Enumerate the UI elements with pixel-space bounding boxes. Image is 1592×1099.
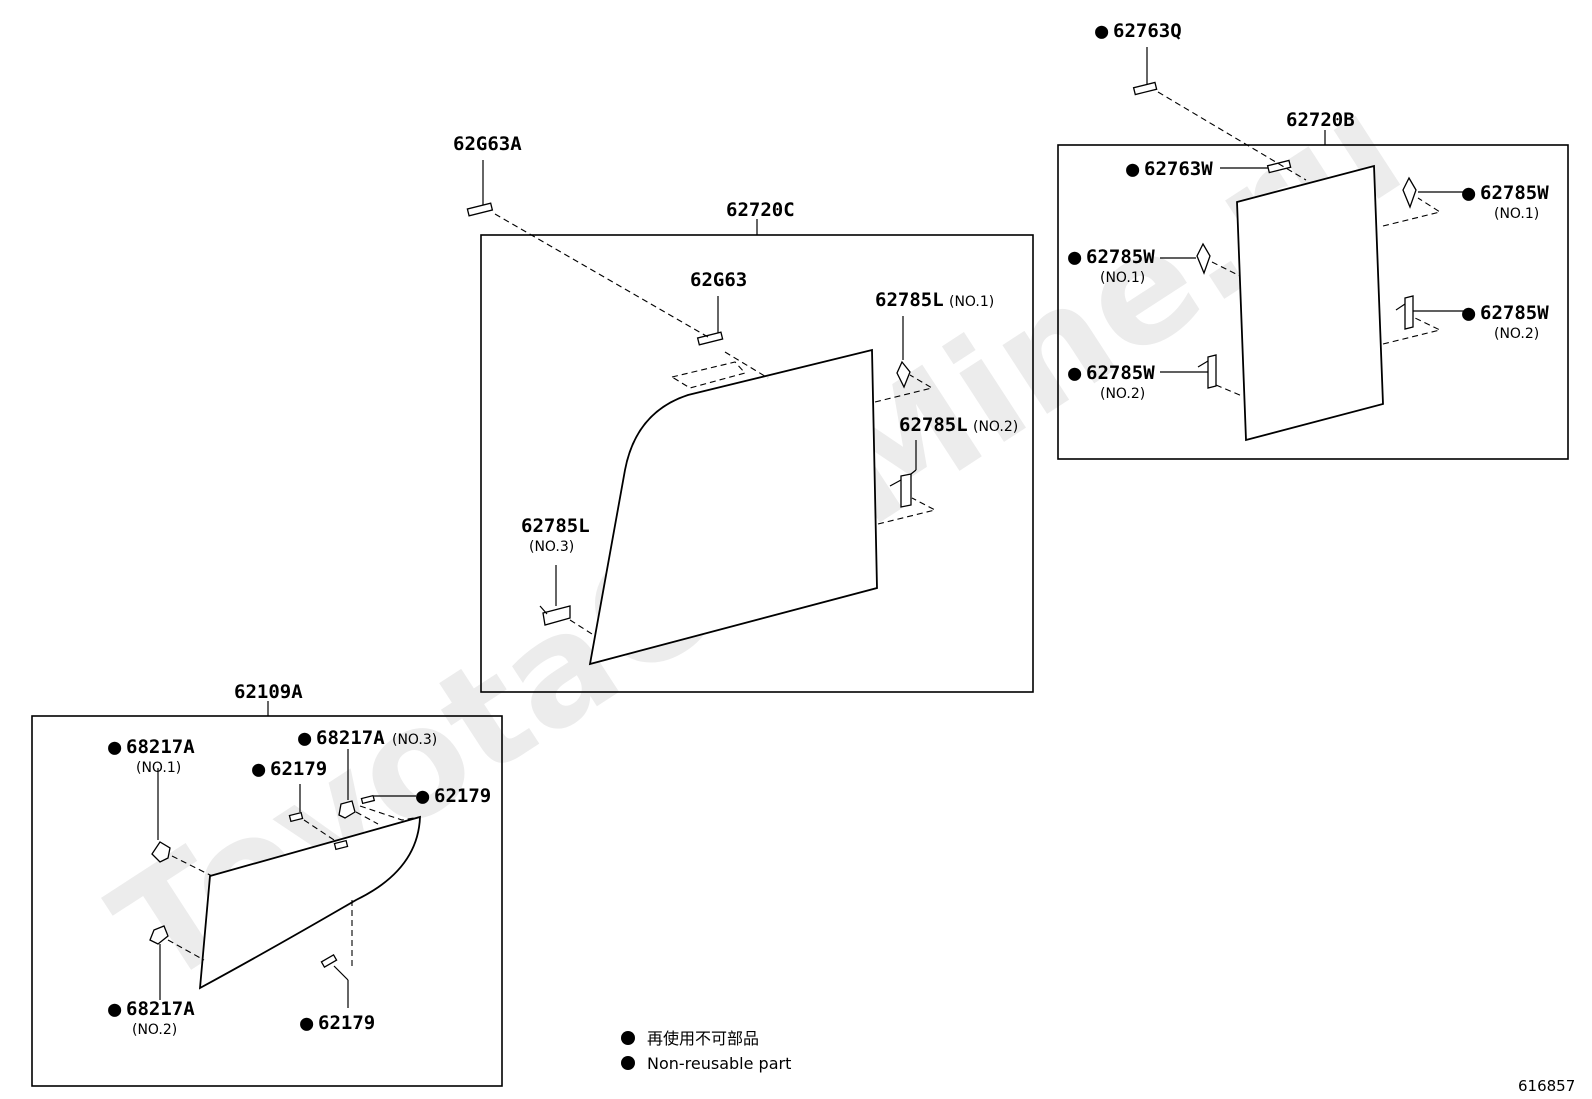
clip-62785l-no3[interactable] — [542, 605, 571, 626]
nonreusable-marker: ● — [252, 757, 266, 782]
legend-marker-2 — [621, 1056, 635, 1070]
part-62763q-label[interactable]: 62763Q — [1113, 20, 1182, 42]
assembly-62720b-frame — [1057, 144, 1569, 460]
nonreusable-marker: ● — [298, 726, 312, 751]
clip-62763q[interactable] — [1132, 81, 1158, 96]
part-68217a-no1-label[interactable]: 68217A — [126, 736, 195, 758]
part-62179-top-left-label[interactable]: 62179 — [270, 758, 327, 780]
part-62785l-no1-label[interactable]: 62785L — [875, 289, 944, 311]
part-68217a-no1-sub: (NO.1) — [136, 760, 181, 776]
nonreusable-marker: ● — [108, 735, 122, 760]
nonreusable-marker: ● — [1462, 301, 1476, 326]
part-68217a-no2-sub: (NO.2) — [132, 1022, 177, 1038]
clip-62g63a[interactable] — [466, 202, 494, 217]
legend-line-1: 再使用不可部品 — [647, 1029, 759, 1048]
quarter-window-glass-62720c — [588, 348, 878, 666]
assembly-62109a-frame — [31, 715, 503, 1087]
clip-62785l-no1[interactable] — [896, 360, 911, 389]
legend: 再使用不可部品 Non-reusable part — [621, 1029, 791, 1073]
clip-62763w[interactable] — [1266, 159, 1292, 174]
quarter-window-glass-62109a — [198, 815, 421, 990]
clip-62785w-no2-left[interactable] — [1207, 354, 1217, 389]
part-62785w-no1-right-label[interactable]: 62785W — [1480, 182, 1549, 204]
clip-62785w-no2-right[interactable] — [1404, 295, 1414, 330]
clip-62785w-no1-right[interactable] — [1402, 176, 1417, 209]
clip-62179-top-right[interactable] — [360, 794, 376, 805]
clip-68217a-no1[interactable] — [151, 841, 171, 863]
quarter-window-glass-62720b — [1236, 164, 1384, 442]
clip-62785w-no1-left[interactable] — [1196, 242, 1211, 275]
part-62179-bottom-label[interactable]: 62179 — [318, 1012, 375, 1034]
nonreusable-marker: ● — [108, 997, 122, 1022]
part-62g63a-label[interactable]: 62G63A — [453, 133, 522, 155]
nonreusable-marker: ● — [416, 784, 430, 809]
assembly-62720b-label[interactable]: 62720B — [1286, 109, 1355, 131]
nonreusable-marker: ● — [1068, 361, 1082, 386]
loose-part-62g63a: 62G63A — [453, 133, 709, 338]
part-62785l-no3-label[interactable]: 62785L — [521, 515, 590, 537]
clip-68217a-no3[interactable] — [338, 800, 356, 819]
legend-line-2: Non-reusable part — [647, 1054, 791, 1073]
part-62785l-no1-sub: (NO.1) — [949, 294, 994, 310]
nonreusable-marker: ● — [1462, 181, 1476, 206]
nonreusable-marker: ● — [1126, 157, 1140, 182]
nonreusable-marker: ● — [300, 1011, 314, 1036]
part-62g63-label[interactable]: 62G63 — [690, 269, 747, 291]
part-62785l-no3-sub: (NO.3) — [529, 539, 574, 555]
assembly-62720b: 62720B ● 62763W ● 62785W (NO.1) ● 62785W… — [1057, 109, 1569, 460]
part-62785w-no1-right-sub: (NO.1) — [1494, 206, 1539, 222]
part-68217a-no3-label[interactable]: 68217A — [316, 727, 385, 749]
nonreusable-marker: ● — [1095, 19, 1109, 44]
part-62179-top-right-label[interactable]: 62179 — [434, 785, 491, 807]
part-68217a-no3-sub: (NO.3) — [392, 732, 437, 748]
clip-62g63[interactable] — [696, 331, 724, 346]
legend-marker-1 — [621, 1031, 635, 1045]
assembly-62109a: 62109A ● 68217A (NO.1) ● 68217A (NO.3) ●… — [31, 681, 503, 1087]
assembly-62720c: 62720C 62G63 62785L (NO.1) 62785L (NO.2)… — [480, 199, 1034, 693]
assembly-62720c-label[interactable]: 62720C — [726, 199, 795, 221]
part-62785l-no2-label[interactable]: 62785L — [899, 414, 968, 436]
assembly-62109a-label[interactable]: 62109A — [234, 681, 303, 703]
part-62785l-no2-sub: (NO.2) — [973, 419, 1018, 435]
nonreusable-marker: ● — [1068, 245, 1082, 270]
part-62785w-no2-right-sub: (NO.2) — [1494, 326, 1539, 342]
part-62785w-no1-left-sub: (NO.1) — [1100, 270, 1145, 286]
clip-62179-bottom[interactable] — [320, 954, 338, 968]
part-62785w-no2-left-label[interactable]: 62785W — [1086, 362, 1155, 384]
glass-hole-mark — [333, 839, 349, 851]
part-62763w-label[interactable]: 62763W — [1144, 158, 1213, 180]
clip-68217a-no2[interactable] — [149, 925, 169, 945]
document-id: 616857 — [1518, 1077, 1575, 1095]
clip-62785l-no2[interactable] — [900, 473, 912, 508]
loose-part-62763q: ● 62763Q — [1095, 19, 1307, 181]
part-62785w-no1-left-label[interactable]: 62785W — [1086, 246, 1155, 268]
part-62785w-no2-right-label[interactable]: 62785W — [1480, 302, 1549, 324]
part-68217a-no2-label[interactable]: 68217A — [126, 998, 195, 1020]
clip-62179-top-left[interactable] — [288, 811, 304, 823]
part-62785w-no2-left-sub: (NO.2) — [1100, 386, 1145, 402]
